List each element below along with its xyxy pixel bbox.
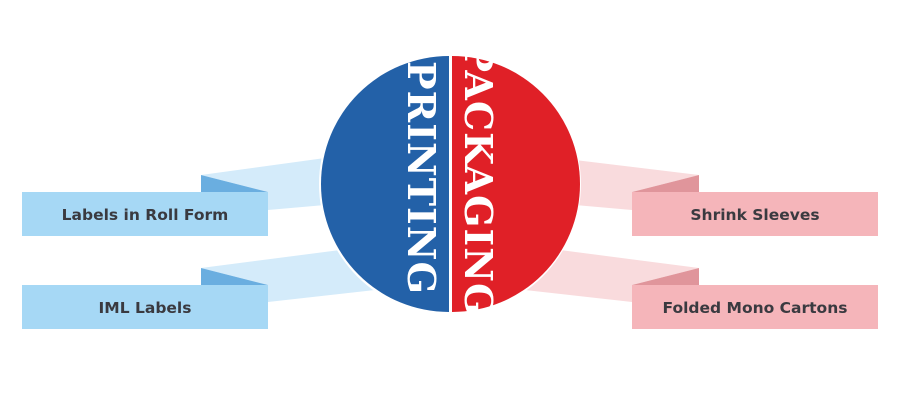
ribbon-fold (632, 268, 699, 285)
ribbon-band-cartons (525, 250, 699, 302)
ribbon-band-iml (201, 250, 375, 302)
item-label: IML Labels (99, 299, 192, 317)
packaging-half-circle (452, 56, 580, 312)
ribbon-fold (201, 268, 268, 285)
item-label: Labels in Roll Form (62, 206, 229, 224)
item-box-iml (22, 285, 268, 329)
ribbon-fold (632, 175, 699, 192)
item-box-shrink (632, 192, 878, 236)
item-label: Folded Mono Cartons (663, 299, 848, 317)
item-label: Shrink Sleeves (690, 206, 819, 224)
ribbon-band-labels-roll (201, 158, 325, 210)
ribbon-band-shrink (575, 160, 699, 210)
item-box-labels-roll (22, 192, 268, 236)
printing-title: PRINTING (399, 61, 444, 295)
packaging-title: PACKAGING (456, 44, 501, 317)
ribbon-fold (201, 175, 268, 192)
item-box-cartons (632, 285, 878, 329)
printing-half-circle (321, 56, 449, 312)
